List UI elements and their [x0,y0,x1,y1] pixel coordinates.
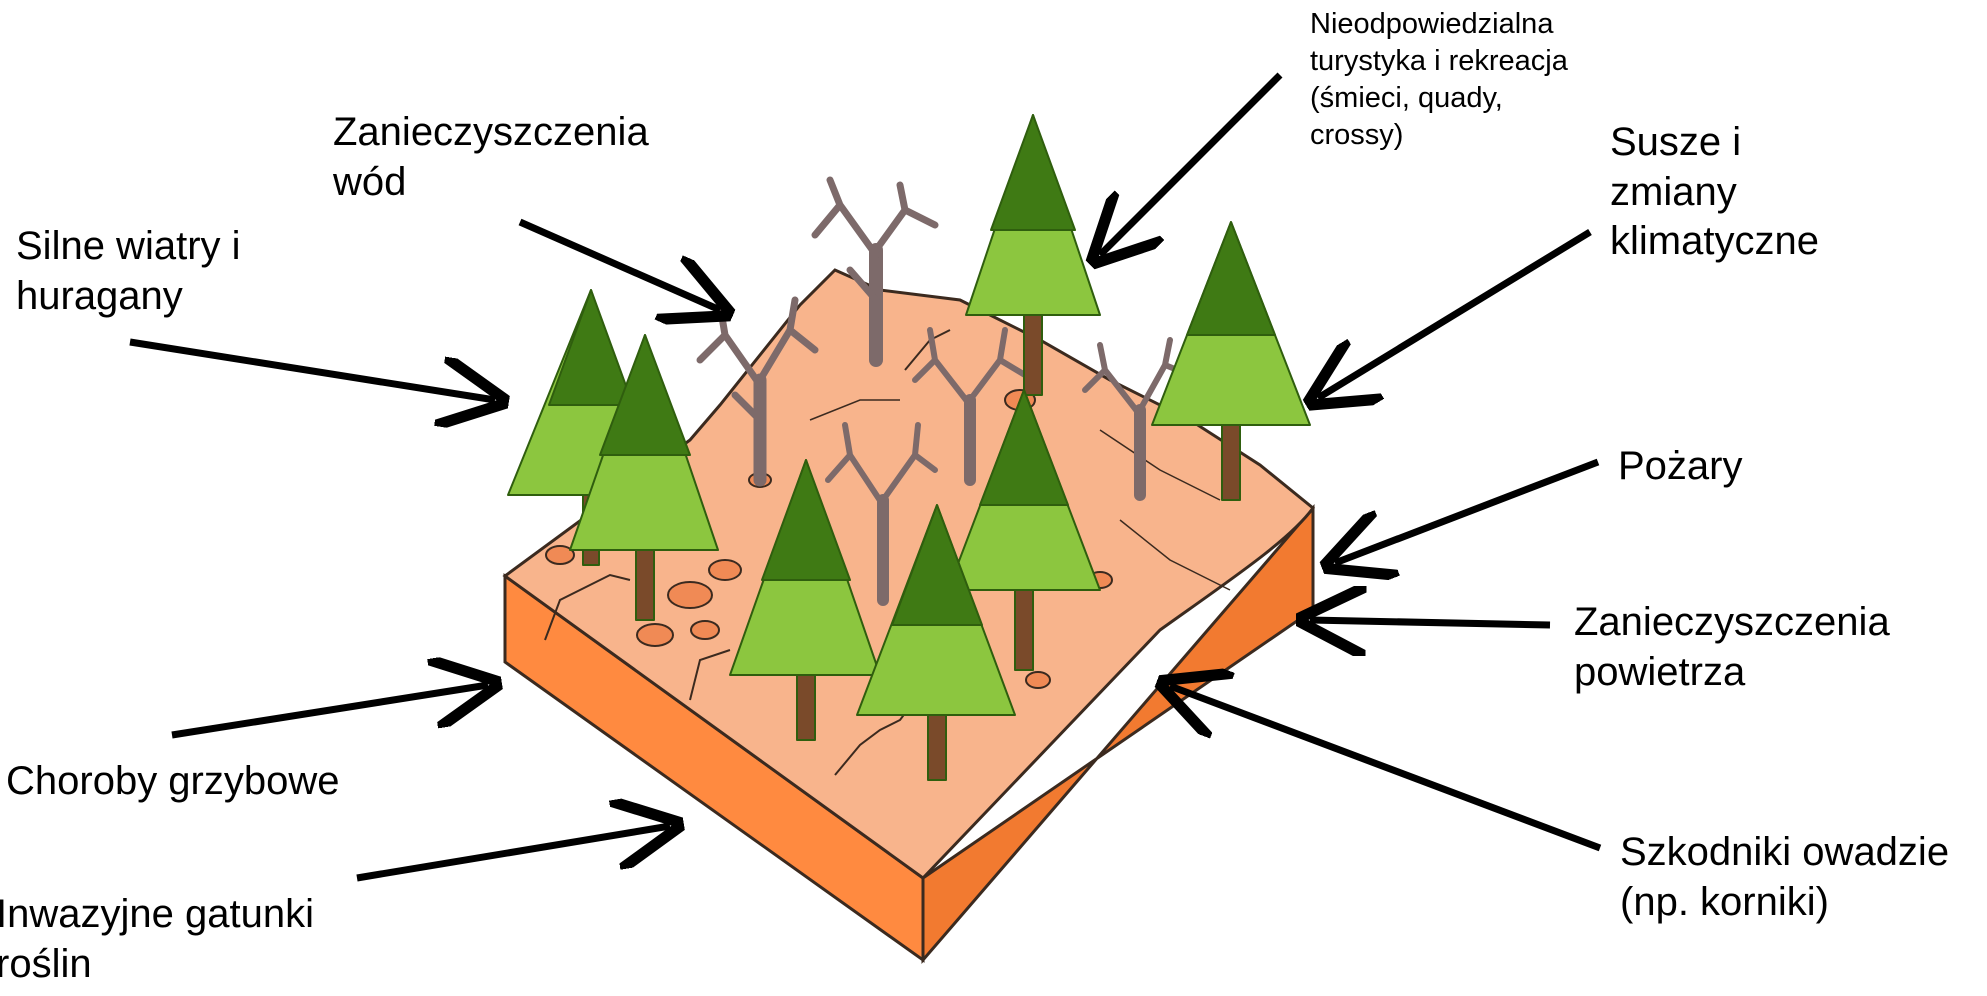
rock-icon [1026,672,1050,688]
label-fungal: Choroby grzybowe [6,757,340,807]
arrow-icon [1170,686,1600,848]
label-pests: Szkodniki owadzie(np. korniki) [1620,828,1949,927]
arrow-icon [357,826,670,878]
label-fires: Pożary [1618,442,1743,492]
rock-icon [691,621,719,639]
arrow-icon [172,685,488,735]
arrow-icon [1335,462,1598,563]
arrow-icon [1310,620,1550,625]
arrow-icon [1318,232,1590,398]
rock-icon [668,582,712,608]
arrow-icon [130,342,495,400]
rock-icon [637,624,673,646]
arrow-icon [520,222,720,310]
rock-icon [709,560,741,580]
arrow-icon [1100,75,1280,255]
